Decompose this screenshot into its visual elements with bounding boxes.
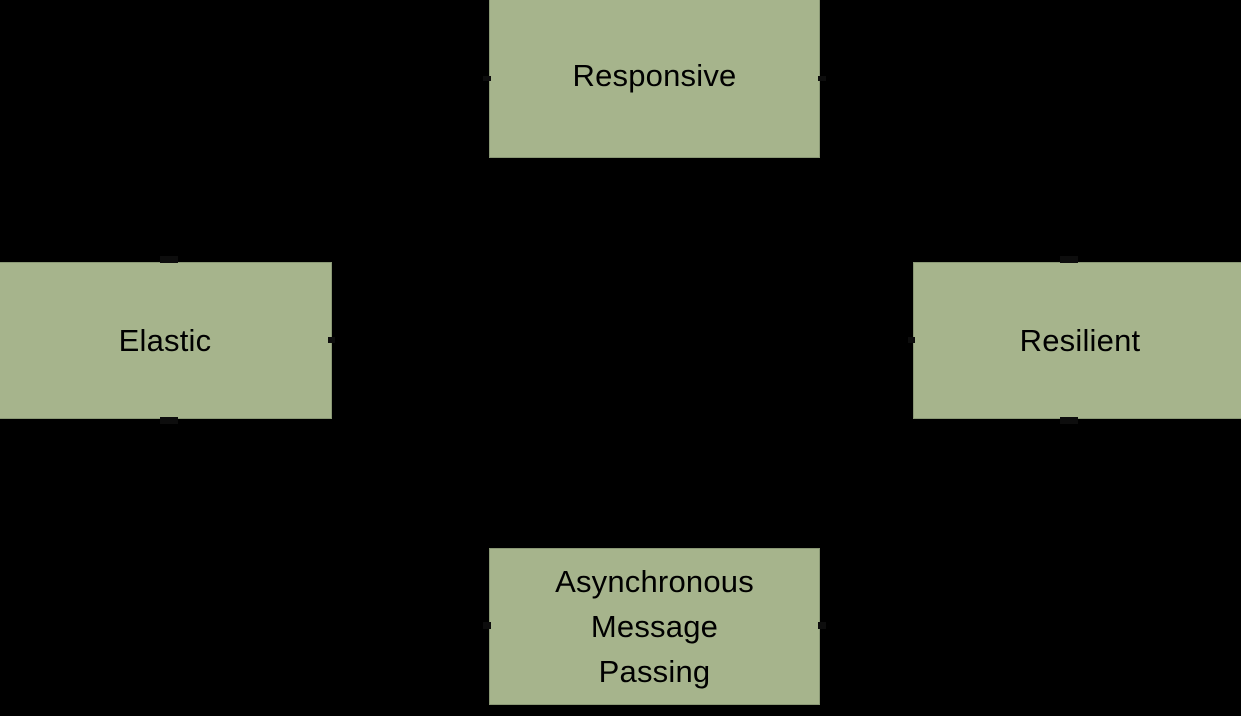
connector-async-to-elastic: [330, 381, 491, 628]
connector-stub-resilient-bottom: [1060, 417, 1078, 424]
connector-stub-async-right: [818, 622, 826, 629]
connector-stub-responsive-left: [483, 76, 491, 81]
connector-stub-resilient-left: [908, 337, 915, 343]
connector-stub-resilient-top: [1060, 256, 1078, 263]
node-elastic[interactable]: Elastic: [0, 262, 332, 419]
connector-stub-responsive-right: [818, 76, 826, 81]
connector-resilient-to-async: [818, 381, 915, 628]
connector-responsive-to-resilient: [818, 77, 915, 301]
connector-elastic-to-responsive: [330, 77, 491, 301]
connector-stub-elastic-top: [160, 256, 178, 263]
node-async-message-passing[interactable]: Asynchronous Message Passing: [489, 548, 820, 705]
connector-stub-elastic-right: [328, 337, 335, 343]
node-responsive[interactable]: Responsive: [489, 0, 820, 158]
connector-stub-elastic-bottom: [160, 417, 178, 424]
node-resilient[interactable]: Resilient: [913, 262, 1241, 419]
connector-stub-async-left: [483, 622, 491, 629]
